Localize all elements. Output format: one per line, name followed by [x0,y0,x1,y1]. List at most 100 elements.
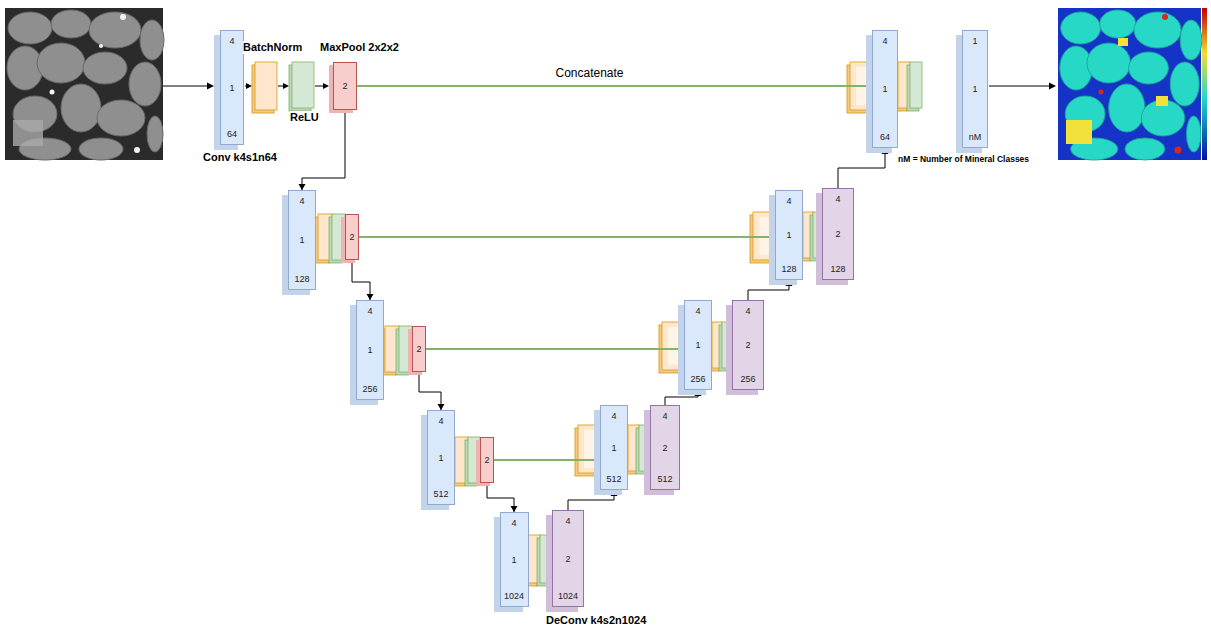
batchnorm-blocks [252,62,910,586]
deconv-block: 4 2 512 [650,405,680,490]
block-number: 4 [565,516,570,526]
block-number: 4 [299,196,304,206]
block-number: 1 [611,443,616,453]
output-image [1058,8,1202,160]
block-number: 4 [229,36,234,46]
block-number: 256 [740,374,755,384]
block-number: 1 [367,345,372,355]
deconv-block: 4 2 128 [822,188,854,280]
conv-block: 4 1 128 [775,190,803,280]
conv-block: 4 1 256 [356,300,384,400]
block-number: 4 [438,416,443,426]
flow-connector [487,483,518,512]
block-number: 4 [745,306,750,316]
block-number: 2 [835,229,840,239]
conv-block: 4 1 64 [220,30,244,145]
connector-line [568,490,614,510]
block-number: 64 [227,129,237,139]
block-number: 2 [565,554,570,564]
block-number: 2 [662,443,667,453]
block-number: 128 [781,264,796,274]
flow-connector [748,280,793,300]
conv-block: 4 1 128 [288,190,316,290]
connector-line [838,148,885,188]
maxpool-block: 2 [412,326,426,372]
arrow-head [882,148,889,154]
arrow-head [786,280,793,286]
layer-label: DeConv k4s2n1024 [546,614,646,627]
skip-connection [494,457,600,464]
block-number: 2 [416,344,421,354]
block-number: 1 [882,84,887,94]
conv-block: 4 1 256 [684,300,712,390]
conv-block: 1 1 nM [962,30,988,148]
connector-line [748,280,789,300]
block-number: 2 [342,81,347,91]
block-number: 4 [835,194,840,204]
block-number: 2 [349,232,354,242]
layer-label: Conv k4s1n64 [203,151,277,164]
colour-bar [1202,8,1207,160]
arrow-head [695,390,702,396]
deconv-block: 4 2 1024 [552,510,584,607]
maxpool-block: 2 [345,214,359,260]
conv-block: 4 1 64 [872,30,898,148]
block-number: 1 [786,230,791,240]
maxpool-block: 2 [480,437,494,483]
block-number: 512 [657,474,672,484]
skip-connection [359,234,775,241]
connector-line [357,85,872,87]
edge-label: Concatenate [553,67,625,81]
connector-line [665,390,698,405]
flow-connector [838,148,889,188]
block-number: 4 [695,306,700,316]
block-number: 2 [484,455,489,465]
block-number: 4 [786,196,791,206]
note-label: nM = Number of Mineral Classes [898,155,1029,165]
input-image [5,8,164,160]
block-number: 512 [606,474,621,484]
block-number: 1024 [504,591,524,601]
block-number: 4 [611,411,616,421]
block-number: 128 [830,264,845,274]
block-number: 4 [511,518,516,528]
skip-connection [426,346,684,353]
block-number: 4 [662,411,667,421]
block-number: 1024 [558,591,578,601]
connector-line [494,459,600,461]
block-number: 4 [367,306,372,316]
block-number: 1 [511,555,516,565]
flow-connector [352,260,374,300]
block-number: 256 [690,374,705,384]
conv-block: 4 1 512 [600,405,628,490]
layer-label: BatchNorm [243,41,302,54]
block-number: 512 [433,489,448,499]
block-number: nM [969,132,982,142]
block-number: 1 [229,83,234,93]
conv-block: 4 1 512 [427,410,455,505]
arrow-head [611,490,618,496]
flow-connector [665,390,702,405]
deconv-block: 4 2 256 [732,300,764,390]
relu-blocks [289,62,922,586]
block-number: 256 [362,384,377,394]
block-number: 1 [299,235,304,245]
block-number: 1 [695,340,700,350]
block-number: 2 [745,340,750,350]
connector-line [359,236,775,238]
block-number: 128 [294,274,309,284]
block-number: 64 [880,132,890,142]
block-number: 1 [972,36,977,46]
flow-connector [568,490,618,510]
skip-connection [357,83,872,90]
layer-label: MaxPool 2x2x2 [320,41,399,54]
conv-block: 4 1 1024 [500,512,529,607]
block-number: 1 [972,84,977,94]
maxpool-block: 2 [333,62,357,110]
connector-line [487,483,514,512]
flow-connector [419,372,445,410]
block-number: 1 [438,453,443,463]
block-number: 4 [882,36,887,46]
